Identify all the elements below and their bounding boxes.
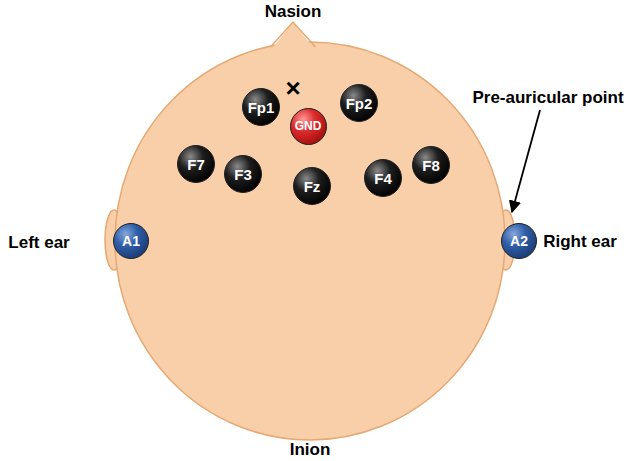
electrode-circle: Fz	[293, 167, 331, 205]
electrode-disc	[114, 224, 149, 259]
electrode-circle: F3	[224, 155, 262, 193]
ear-label: Left ear	[8, 234, 69, 251]
electrode-label: A1	[122, 234, 140, 248]
electrode-label: F4	[374, 171, 392, 186]
reference-electrode: A1	[113, 223, 149, 259]
electrode-label: Fp1	[248, 100, 275, 115]
reference-electrode: A2	[501, 223, 537, 259]
electrode-circle: F7	[177, 145, 215, 183]
electrode-disc	[365, 160, 402, 197]
electrode-disc	[225, 156, 262, 193]
leader-arrow	[512, 110, 540, 212]
electrode-label: A2	[510, 234, 528, 248]
position-mark: ×	[285, 75, 300, 101]
electrode-disc	[243, 89, 280, 126]
electrode-disc	[178, 146, 215, 183]
electrode-disc	[294, 168, 331, 205]
electrode-label: F7	[187, 157, 205, 172]
electrode-circle: Fp1	[242, 88, 280, 126]
head-outline	[115, 42, 505, 440]
electrode-disc	[413, 147, 450, 184]
electrode-label: GND	[295, 120, 322, 132]
landmark-label: Nasion	[265, 3, 322, 20]
nose-fill	[268, 22, 318, 54]
electrode-label: F8	[422, 158, 440, 173]
landmark-label: Pre-auricular point	[472, 89, 623, 106]
electrode-circle: F4	[364, 159, 402, 197]
electrode-disc	[341, 85, 378, 122]
nose-outline	[271, 22, 316, 47]
electrode-disc	[290, 108, 326, 144]
electrode-circle: Fp2	[340, 84, 378, 122]
landmark-label: Inion	[290, 441, 331, 458]
electrode-circle: F8	[412, 146, 450, 184]
ground-electrode: GND	[290, 108, 327, 145]
ear-label: Right ear	[543, 233, 617, 250]
electrode-label: Fz	[304, 179, 321, 194]
electrode-disc	[502, 224, 537, 259]
electrode-label: Fp2	[346, 96, 373, 111]
electrode-label: F3	[234, 167, 252, 182]
